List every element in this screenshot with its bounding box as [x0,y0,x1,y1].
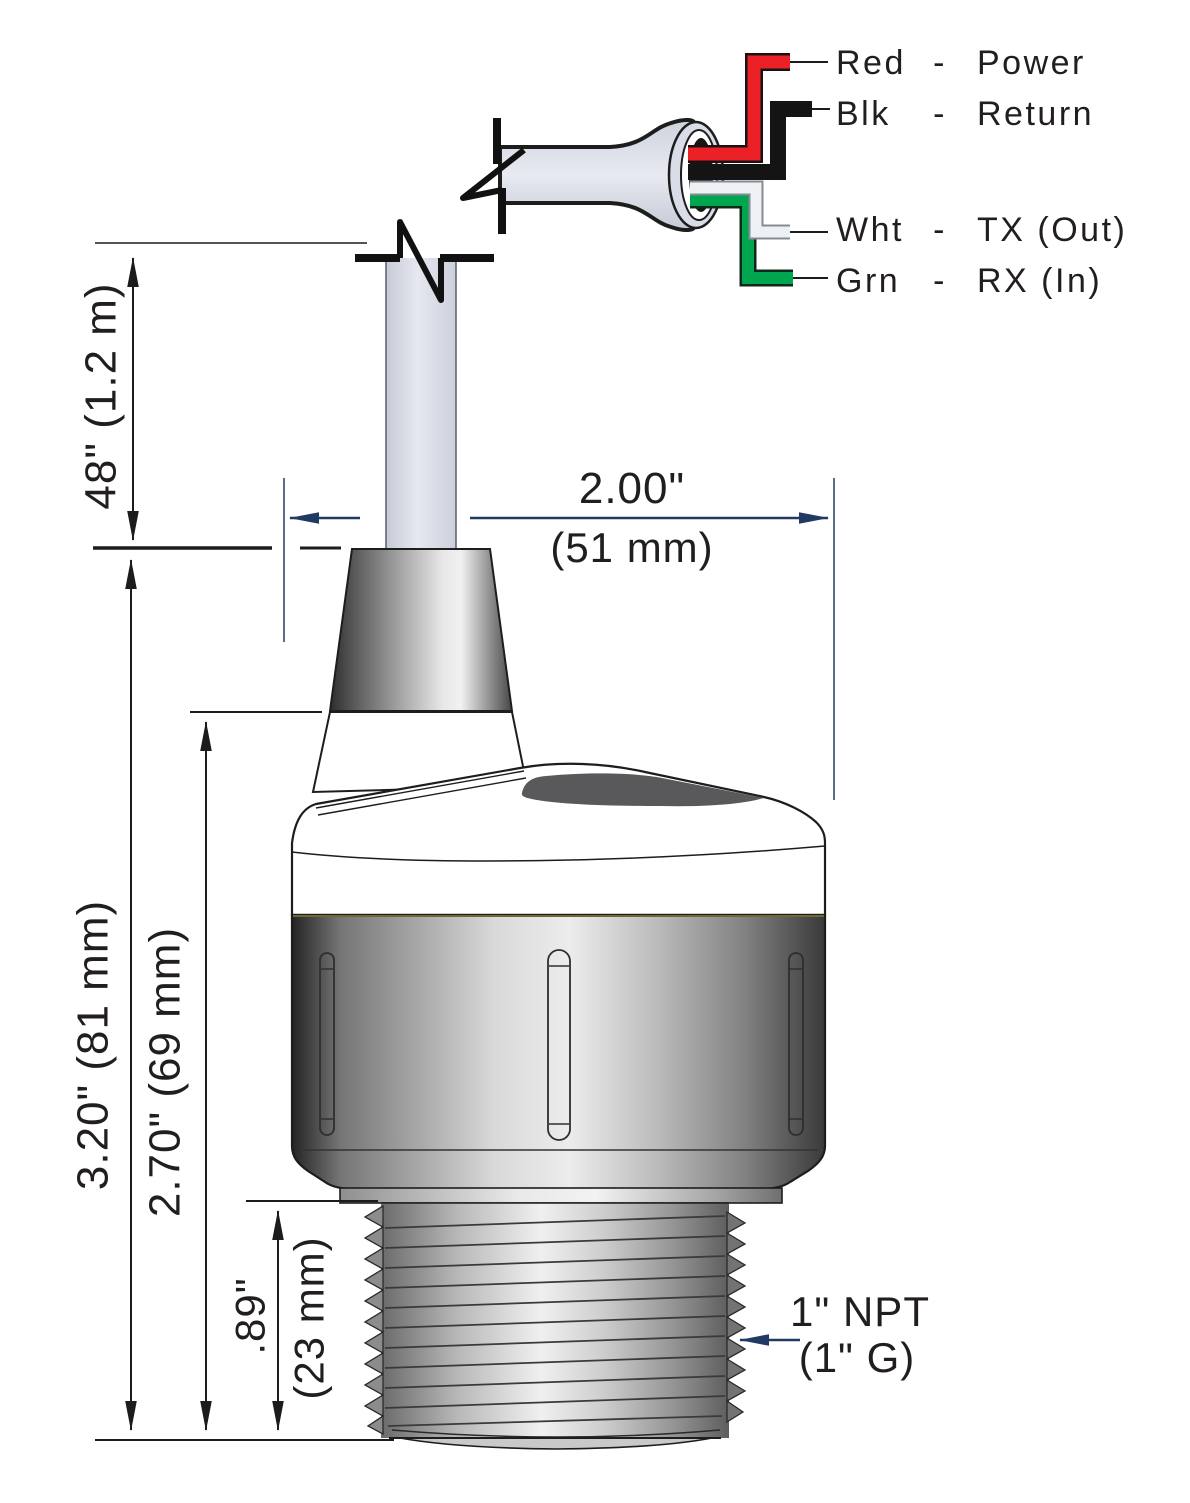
legend-leader-lines [790,61,830,279]
grip-slot [319,952,335,1136]
dim-width-metric-label: (51 mm) [550,524,713,571]
thread-crest-lines [384,1215,726,1427]
dim-overall-height-label: 3.20" (81 mm) [68,900,117,1190]
grip-slot [788,952,804,1136]
mounting-collar [339,1187,783,1204]
grip-slots [319,949,804,1141]
legend-wire-blk: Blk [836,95,891,133]
cable-horizontal [498,118,696,232]
legend-dash: - [933,211,947,249]
dim-width: 2.00" (51 mm) [283,464,835,800]
thread-teeth-left [363,1204,384,1436]
npt-thread-stem [363,1202,747,1450]
grip-knurl [290,913,827,1191]
thread-callout: 1" NPT (1" G) [739,1288,930,1381]
grip-slot [547,949,571,1141]
dim-thread-length: .89" (23 mm) [227,1200,378,1431]
dim-thread-length-metric-label: (23 mm) [286,1236,333,1399]
dim-body-height-label: 2.70" (69 mm) [140,927,189,1217]
dome-seam-line [317,777,527,816]
dim-body-height: 2.70" (69 mm) [140,711,322,1431]
cable-break-icon [355,219,494,303]
legend-wire-wht: Wht [836,211,904,249]
wire-red [688,53,790,163]
legend-signal-tx: TX (Out) [977,211,1127,249]
legend-signal-rx: RX (In) [977,262,1102,300]
legend-dash: - [933,95,947,133]
dome-parting-line [291,845,826,862]
dim-cable-length-label: 48" (1.2 m) [76,282,125,509]
sensor-body [290,548,827,1204]
display-window [521,773,764,807]
dim-thread-length-label: .89" [227,1277,274,1354]
legend-signal-power: Power [977,44,1086,82]
thread-spec-alt-label: (1" G) [799,1334,916,1381]
wire-white [690,180,790,240]
dim-width-label: 2.00" [579,464,685,513]
legend-signal-return: Return [977,95,1094,133]
dim-cable-length: 48" (1.2 m) [76,242,367,550]
wire-black [688,101,812,180]
cable-break-icon [460,118,526,234]
thread-spec-label: 1" NPT [790,1288,930,1335]
legend-dash: - [933,262,947,300]
cable-end-assembly [460,53,830,287]
wire-green [690,191,793,287]
legend-wire-red: Red [836,44,906,82]
thread-bottom-cap [399,1437,713,1450]
sensor-cable [355,219,494,552]
legend-dash: - [933,44,947,82]
legend-wire-grn: Grn [836,262,900,300]
strain-relief-cone [328,548,514,712]
dome-seam-line [315,770,525,809]
dim-overall-height: 3.20" (81 mm) [68,559,137,1431]
wire-legend: Red - Power Blk - Return Wht - TX (Out) … [836,44,1127,300]
thread-teeth-right [726,1210,747,1424]
thread-runout [391,1429,721,1438]
